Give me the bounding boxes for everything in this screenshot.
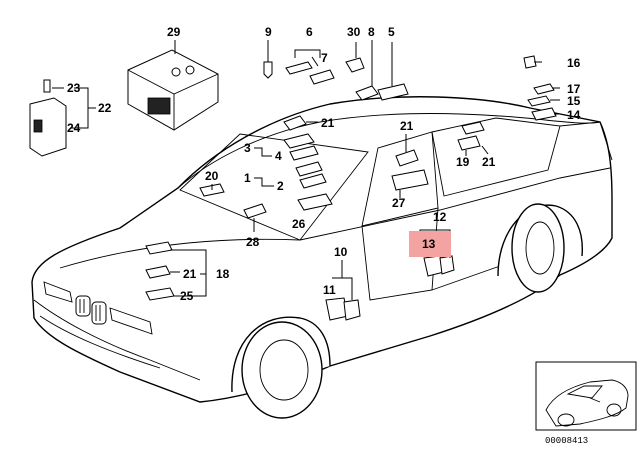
grille-left xyxy=(75,295,91,317)
part-17-lamp xyxy=(533,83,555,95)
part-6-lens xyxy=(285,61,313,75)
callout-29: 29 xyxy=(167,25,181,39)
callout-14: 14 xyxy=(567,108,581,122)
callout-9: 9 xyxy=(265,25,272,39)
grille-right xyxy=(91,301,107,325)
callout-13: 13 xyxy=(422,237,436,251)
part-21-bulb-d xyxy=(145,265,171,279)
callout-30: 30 xyxy=(347,25,361,39)
callout-28: 28 xyxy=(246,235,260,249)
part-5-lamp xyxy=(377,83,409,101)
callout-5: 5 xyxy=(388,25,395,39)
inset-thumbnail: 00008413 xyxy=(535,361,637,446)
callout-25: 25 xyxy=(180,289,194,303)
part-26-lamp xyxy=(297,193,333,211)
part-21-bulb-a xyxy=(283,115,307,131)
part-7-lens xyxy=(309,69,335,85)
callout-2: 2 xyxy=(277,179,284,193)
callout-23: 23 xyxy=(67,81,81,95)
callout-8: 8 xyxy=(368,25,375,39)
part-15-lens xyxy=(527,95,551,107)
callout-3: 3 xyxy=(244,141,251,155)
callout-17: 17 xyxy=(567,82,581,96)
part-19-lamp xyxy=(457,135,481,151)
part-2-lens xyxy=(299,173,327,189)
callout-21-d: 21 xyxy=(183,267,197,281)
callout-16: 16 xyxy=(567,56,581,70)
part-1-lamp xyxy=(295,161,323,177)
callout-21-a: 21 xyxy=(321,116,335,130)
callout-11: 11 xyxy=(323,283,336,297)
callout-21-b: 21 xyxy=(400,119,414,133)
callout-4: 4 xyxy=(275,149,282,163)
callout-21-c: 21 xyxy=(482,155,496,169)
part-21-bulb-c xyxy=(461,121,485,135)
callout-6: 6 xyxy=(306,25,313,39)
callout-22: 22 xyxy=(98,101,112,115)
reference-number: 00008413 xyxy=(545,436,588,446)
part-27-lamp xyxy=(391,169,429,191)
callout-20: 20 xyxy=(205,169,219,183)
part-30-clip xyxy=(345,57,365,73)
part-16-clip xyxy=(523,55,537,69)
part-28-lamp xyxy=(243,203,267,219)
part-3-lamp xyxy=(283,133,315,149)
car-outline xyxy=(31,96,613,419)
rear-wheel xyxy=(511,203,565,293)
callout-18: 18 xyxy=(216,267,230,281)
callout-7: 7 xyxy=(321,51,328,65)
part-24-relay xyxy=(29,79,67,157)
callout-26: 26 xyxy=(292,217,306,231)
part-9-bulb xyxy=(263,61,273,79)
part-29-control-unit xyxy=(127,49,219,131)
part-21-bulb-b xyxy=(395,149,419,167)
callout-15: 15 xyxy=(567,94,581,108)
part-8-lamp xyxy=(355,85,379,101)
part-23-bulb xyxy=(43,79,51,93)
part-14-lamp xyxy=(531,107,557,121)
callout-10: 10 xyxy=(334,245,348,259)
parts xyxy=(29,49,557,321)
front-wheel xyxy=(241,321,323,419)
part-4-lens xyxy=(289,145,319,161)
callout-12: 12 xyxy=(433,210,447,224)
callout-24: 24 xyxy=(67,121,81,135)
callout-1: 1 xyxy=(244,171,251,185)
callout-27: 27 xyxy=(392,196,406,210)
callout-19: 19 xyxy=(456,155,470,169)
callout-labels: 29 9 6 7 30 8 5 16 17 15 14 23 22 24 21 … xyxy=(67,25,581,303)
highlight-box xyxy=(409,231,451,257)
